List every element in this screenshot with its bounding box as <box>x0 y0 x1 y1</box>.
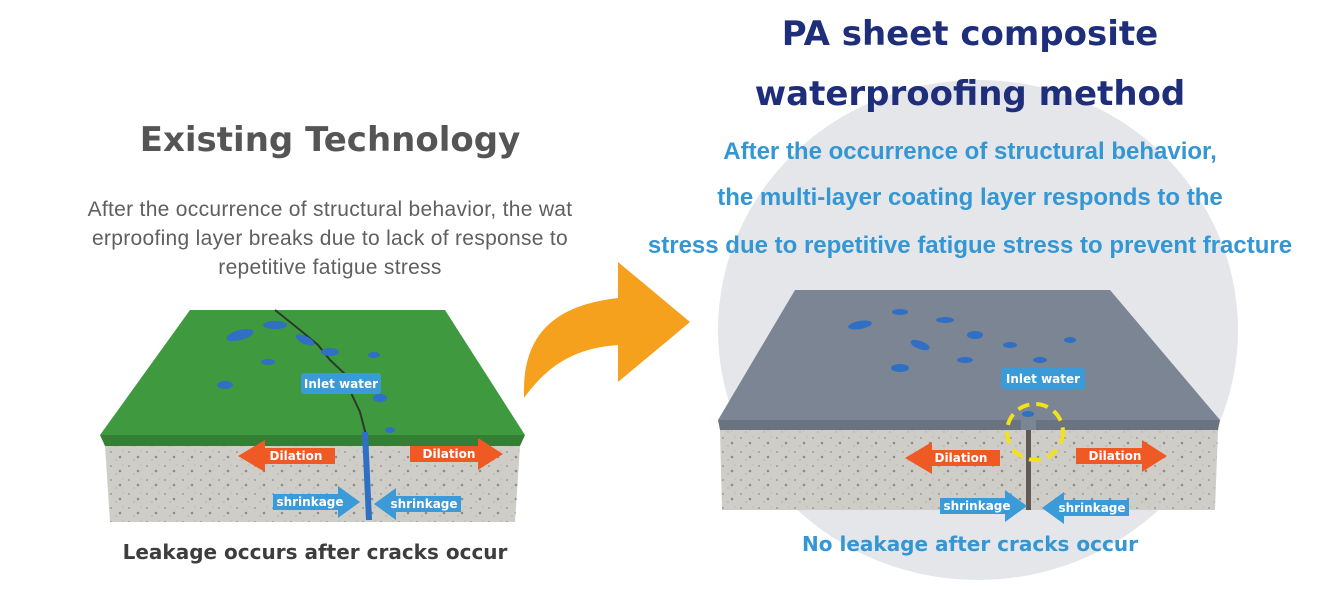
water-puddles <box>848 309 1076 417</box>
inlet-water-label: Inlet water <box>1006 372 1080 386</box>
pa-sheet-title-line-1: PA sheet composite <box>781 14 1159 54</box>
left-description-line: repetitive fatigue stress <box>218 256 442 279</box>
left-inlet-water-tag: Inlet water <box>301 373 381 394</box>
shrinkage-label: shrinkage <box>943 499 1010 513</box>
left-slab <box>100 309 525 522</box>
pa-sheet-description-line: stress due to repetitive fatigue stress … <box>647 232 1293 259</box>
right-shrinkage-arrow-right: shrinkage <box>1042 492 1129 524</box>
left-shrinkage-arrow-left: shrinkage <box>273 486 360 518</box>
dilation-label: Dilation <box>270 449 323 463</box>
left-description-line: After the occurrence of structural behav… <box>87 198 573 221</box>
coating-bridge <box>1021 418 1036 430</box>
existing-technology-description: After the occurrence of structural behav… <box>40 195 620 282</box>
shrinkage-label: shrinkage <box>390 497 457 511</box>
left-dilation-arrow-left: Dilation <box>238 440 335 472</box>
curved-right-arrow-icon <box>523 262 690 398</box>
shrinkage-label: shrinkage <box>1058 501 1125 515</box>
pa-sheet-description-line: the multi-layer coating layer responds t… <box>717 184 1223 211</box>
no-leakage-caption: No leakage after cracks occur <box>802 532 1138 556</box>
right-shrinkage-arrow-left: shrinkage <box>940 490 1027 522</box>
pa-sheet-description-line: After the occurrence of structural behav… <box>723 138 1217 165</box>
left-dilation-arrow-right: Dilation <box>410 438 503 470</box>
dashed-circle-icon <box>1005 402 1065 462</box>
left-shrinkage-arrow-right: shrinkage <box>374 488 461 520</box>
inlet-water-label: Inlet water <box>304 377 378 391</box>
right-slab-edge <box>718 420 1220 430</box>
right-slab <box>718 290 1220 510</box>
pa-sheet-title-line-2: waterproofing method <box>754 74 1186 114</box>
shrinkage-label: shrinkage <box>276 495 343 509</box>
right-slab-top-surface <box>718 290 1220 420</box>
right-joint <box>1026 430 1031 510</box>
dilation-label: Dilation <box>935 451 988 465</box>
left-slab-edge <box>100 435 525 446</box>
existing-technology-title: Existing Technology <box>139 120 521 160</box>
dilation-label: Dilation <box>1089 449 1142 463</box>
right-dilation-arrow-right: Dilation <box>1076 440 1167 472</box>
right-dilation-arrow-left: Dilation <box>905 442 1000 474</box>
right-inlet-water-tag: Inlet water <box>1001 368 1085 389</box>
leakage-caption: Leakage occurs after cracks occur <box>122 540 508 564</box>
left-description-line: erproofing layer breaks due to lack of r… <box>91 227 569 250</box>
left-slab-top-surface <box>100 310 525 435</box>
dilation-label: Dilation <box>423 447 476 461</box>
water-in-crack <box>362 432 372 520</box>
